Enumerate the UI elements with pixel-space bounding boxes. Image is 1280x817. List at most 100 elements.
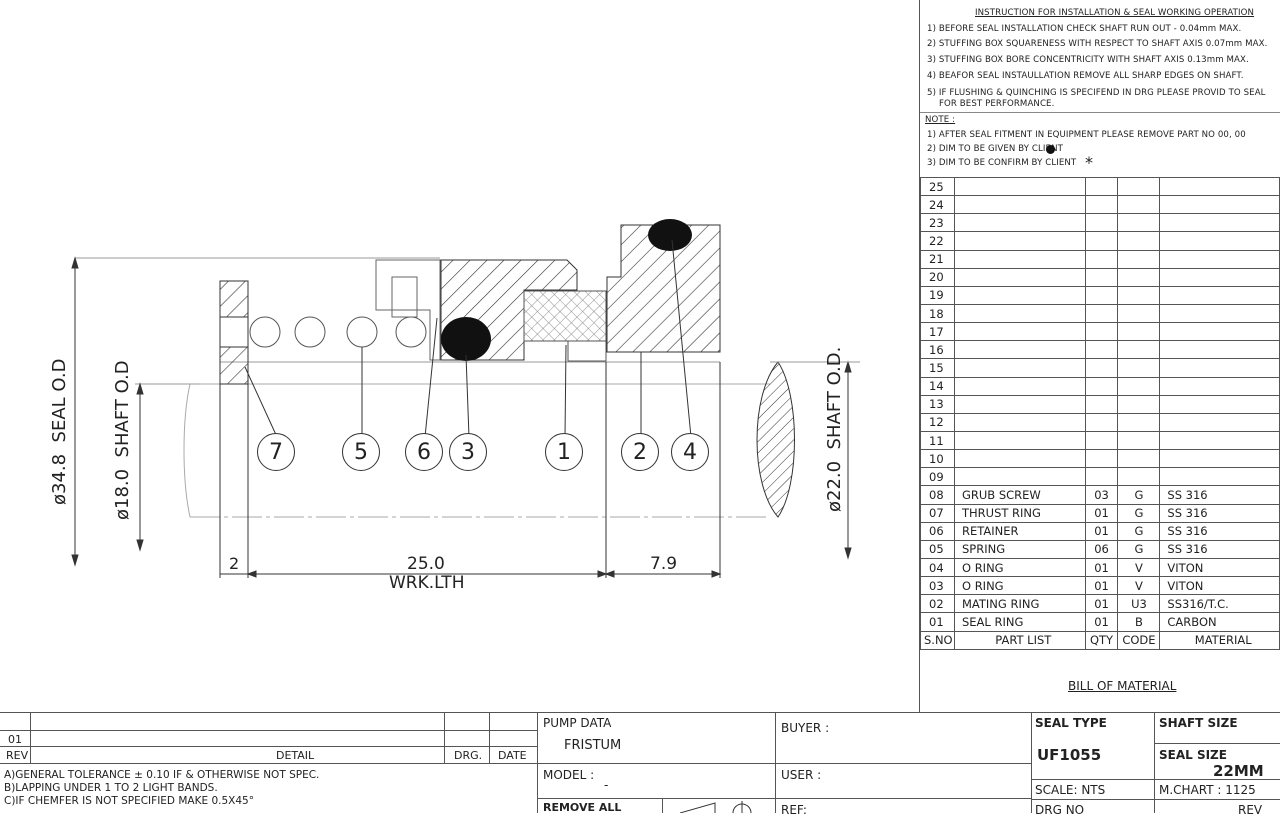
seal-size-value: 22MM [1213,762,1264,780]
drg-no-label: DRG NO [1035,803,1085,817]
bom-sno: 22 [920,231,955,251]
bom-code: G [1117,539,1161,559]
seal-od-dimension: ø34.8 SEAL O.D [49,358,70,505]
bom-material [1159,358,1280,378]
general-note-b: B)LAPPING UNDER 1 TO 2 LIGHT BANDS. [4,782,218,794]
seal-od-label: SEAL O.D [49,358,70,443]
bom-material [1159,394,1280,414]
bom-qty: 01 [1084,612,1119,632]
bom-part [953,376,1086,396]
bom-caption: BILL OF MATERIAL [1068,679,1177,693]
seal-size-label: SEAL SIZE [1159,748,1227,762]
note-1: 1) AFTER SEAL FITMENT IN EQUIPMENT PLEAS… [927,130,1246,140]
bom-qty [1084,176,1119,197]
bom-code [1117,195,1161,215]
shaft-od2-value: ø22.0 [824,460,845,512]
projection-symbol-icon [680,801,752,813]
bom-row: 12 [920,412,1280,432]
bom-part [953,467,1086,487]
bom-qty [1084,376,1119,396]
bom-material [1159,231,1280,251]
bom-sno: 05 [920,539,955,559]
seal-type-value: UF1055 [1037,746,1102,764]
bom-row: 24 [920,195,1280,215]
bom-sno: 07 [920,503,955,523]
bom-material: SS 316 [1159,503,1280,523]
bom-part [953,412,1086,432]
scale-label: SCALE: NTS [1035,783,1106,797]
bom-material: SS 316 [1159,539,1280,559]
bom-sno: 02 [920,594,955,614]
bom-code [1117,322,1161,342]
bom-code: G [1117,521,1161,541]
bom-code: V [1117,576,1161,596]
drg-label: DRG. [454,749,483,762]
rev-label: REV [6,749,29,762]
bom-header-sno: S.NO [920,630,955,650]
bom-sno: 19 [920,285,955,305]
bom-qty: 01 [1084,594,1119,614]
bom-material [1159,430,1280,451]
bom-part [953,285,1086,305]
bom-code [1117,376,1161,396]
detail-label: DETAIL [276,749,315,762]
bom-qty: 01 [1084,503,1119,523]
bom-qty [1084,213,1119,233]
bom-qty [1084,430,1119,451]
ref-label: REF: [781,803,807,817]
bom-row: 10 [920,449,1280,469]
bom-row: 22 [920,231,1280,251]
bom-part: RETAINER [953,521,1086,541]
bom-sno: 15 [920,358,955,378]
balloon-part-2: 2 [621,433,659,471]
bom-sno: 03 [920,576,955,596]
bom-part [953,249,1086,269]
bom-code: G [1117,503,1161,523]
bom-qty: 03 [1084,485,1119,505]
bom-material [1159,449,1280,469]
bom-material [1159,267,1280,287]
bom-material: SS 316 [1159,521,1280,541]
bom-qty [1084,412,1119,432]
pump-data-label: PUMP DATA [543,716,612,730]
bom-row: 11 [920,430,1280,451]
bom-sno: 12 [920,412,955,432]
filled-dot-icon [1046,145,1055,154]
wrk-lth-label: WRK.LTH [389,573,465,593]
remove-all-label: REMOVE ALL [543,801,622,814]
bom-qty: 06 [1084,539,1119,559]
bom-part [953,394,1086,414]
bom-material [1159,376,1280,396]
bom-part [953,303,1086,324]
bom-qty: 01 [1084,557,1119,578]
bom-qty [1084,285,1119,305]
bom-code [1117,303,1161,324]
bom-row: 20 [920,267,1280,287]
bom-material [1159,340,1280,360]
rev-number: 01 [8,733,22,746]
bom-part: O RING [953,576,1086,596]
bom-part [953,231,1086,251]
bom-qty [1084,394,1119,414]
dim-79: 7.9 [650,554,678,574]
o-ring-4 [648,219,692,251]
bom-sno: 17 [920,322,955,342]
bom-qty [1084,303,1119,324]
bom-code [1117,213,1161,233]
springs [249,316,427,348]
bom-code: G [1117,485,1161,505]
carbon-face [523,290,607,342]
bom-part [953,430,1086,451]
bom-code [1117,449,1161,469]
bom-row: 17 [920,322,1280,342]
bom-sno: 06 [920,521,955,541]
bom-sno: 23 [920,213,955,233]
bom-material [1159,213,1280,233]
bom-code [1117,249,1161,269]
